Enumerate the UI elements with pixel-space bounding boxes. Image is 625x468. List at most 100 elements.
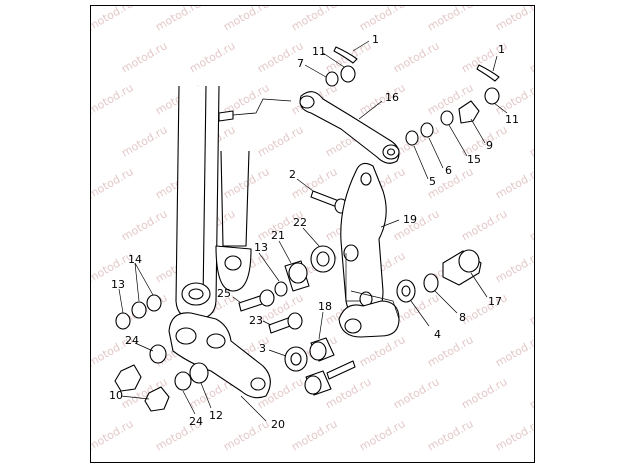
- washer-15: [440, 110, 454, 126]
- leader-21: [278, 240, 292, 264]
- watermark-text: motod.ru: [493, 165, 535, 201]
- watermark-text: motod.ru: [119, 123, 169, 159]
- leader-20: [240, 395, 267, 422]
- leader-9: [470, 118, 486, 144]
- upright-arm-hole: [224, 255, 242, 271]
- leader-22: [302, 227, 320, 247]
- leader-16: [358, 100, 383, 120]
- watermark-text: motod.ru: [357, 6, 407, 34]
- callout-c3: 3: [259, 342, 266, 355]
- callout-c14: 14: [128, 253, 142, 266]
- bell-crank-hole: [344, 318, 362, 334]
- leader-25: [232, 296, 242, 304]
- watermark-text: motod.ru: [425, 6, 475, 34]
- watermark-text: motod.ru: [459, 375, 509, 411]
- callout-c15: 15: [467, 153, 481, 166]
- washer-14-a: [131, 301, 147, 319]
- parts-drawing: [114, 46, 500, 412]
- watermark-text: motod.ru: [459, 207, 509, 243]
- diagram-frame: motod.ru motod.ru motod.ru motod.ru motod.ru…: [90, 5, 535, 463]
- watermark-text: motod.ru: [493, 417, 535, 453]
- callout-c18: 18: [318, 300, 332, 313]
- leader-2: [296, 178, 314, 192]
- leader-5: [413, 145, 429, 180]
- nut-11-right: [484, 87, 500, 105]
- watermark-text: motod.ru: [91, 165, 135, 201]
- exploded-parts-diagram: motod.ru motod.ru motod.ru motod.ru motod.ru…: [91, 6, 535, 454]
- washer-24-upper: [149, 344, 167, 364]
- link-16-eye-a: [299, 95, 315, 109]
- callout-c11b: 11: [505, 113, 519, 126]
- callout-c6: 6: [445, 164, 452, 177]
- upright-arm: [220, 150, 250, 247]
- callout-c11a: 11: [312, 45, 326, 58]
- bush-21-end: [288, 262, 308, 284]
- bracket-20-hole-a: [175, 327, 197, 345]
- callout-c8: 8: [459, 311, 466, 324]
- washer-4-bore: [401, 285, 411, 297]
- watermark-text: motod.ru: [221, 6, 271, 34]
- leader-8: [434, 290, 458, 314]
- watermark-text: motod.ru: [119, 207, 169, 243]
- watermark-text: motod.ru: [527, 39, 535, 75]
- watermark-text: motod.ru: [357, 333, 407, 369]
- callout-c21: 21: [271, 229, 285, 242]
- leader-13b: [258, 252, 280, 282]
- callout-c16: 16: [385, 91, 399, 104]
- callout-c7: 7: [297, 57, 304, 70]
- cotter-pin-1-right: [476, 64, 500, 82]
- link-16-eye-b-bore: [386, 148, 396, 156]
- leader-15: [448, 124, 468, 157]
- watermark-text: motod.ru: [289, 6, 339, 34]
- leader-14b: [134, 262, 154, 296]
- leader-10: [120, 395, 150, 400]
- watermark-text: motod.ru: [289, 417, 339, 453]
- watermark-text: motod.ru: [391, 39, 441, 75]
- leader-4: [410, 300, 430, 327]
- watermark-text: motod.ru: [91, 81, 135, 117]
- washer-6: [420, 122, 434, 138]
- nut-9: [458, 100, 480, 124]
- plate-19-hole-top: [360, 172, 372, 186]
- watermark-text: motod.ru: [91, 6, 135, 34]
- bolt-23-head: [287, 312, 303, 330]
- bush-12: [189, 362, 209, 384]
- washer-24-lower: [174, 371, 192, 391]
- leader-24b: [182, 390, 196, 415]
- watermark-text: motod.ru: [153, 6, 203, 34]
- nut-22-bore: [316, 251, 330, 267]
- bush-17-end: [458, 249, 480, 273]
- leader-6: [428, 137, 444, 169]
- frame-stud: [218, 110, 234, 122]
- callout-c12: 12: [209, 409, 223, 422]
- guide-line-19: [345, 253, 361, 302]
- washer-13-left: [115, 312, 131, 330]
- callout-c25: 25: [217, 287, 231, 300]
- frame-tube-bore: [188, 288, 204, 300]
- leader-24a: [134, 342, 154, 352]
- callout-c13b: 13: [254, 241, 268, 254]
- watermark-text: motod.ru: [221, 165, 271, 201]
- callout-leaders: [118, 40, 508, 422]
- leader-1a: [352, 40, 370, 52]
- callout-c22: 22: [293, 216, 307, 229]
- watermark-text: motod.ru: [187, 39, 237, 75]
- leader-1b: [492, 55, 498, 72]
- leader-12: [200, 382, 212, 409]
- washer-5: [405, 130, 419, 146]
- nut-10-upper: [114, 364, 142, 392]
- cotter-pin-1-top: [333, 46, 358, 64]
- callout-c4: 4: [434, 328, 441, 341]
- watermark-text: motod.ru: [425, 417, 475, 453]
- stud-leader: [232, 98, 292, 116]
- long-bolt: [326, 360, 356, 380]
- watermark-text: motod.ru: [357, 417, 407, 453]
- watermark-text: motod.ru: [493, 6, 535, 34]
- leader-17: [470, 272, 488, 298]
- link-16: [299, 91, 400, 164]
- leader-11a: [322, 52, 345, 68]
- callout-c1b: 1: [498, 43, 505, 56]
- watermark-text: motod.ru: [221, 417, 271, 453]
- spacer-18-upper-end: [309, 341, 327, 361]
